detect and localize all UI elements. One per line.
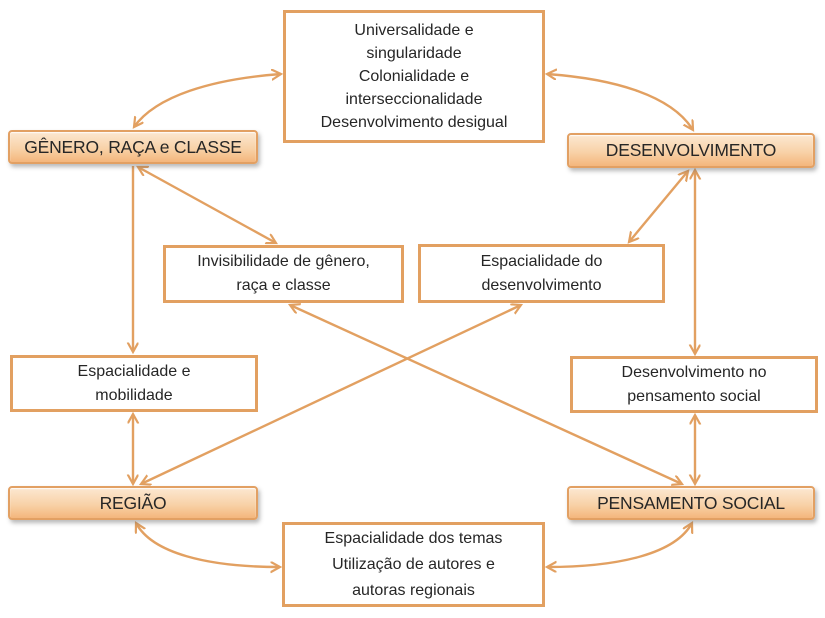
node-desenvolvimento: DESENVOLVIMENTO <box>567 133 815 168</box>
node-line: Utilização de autores e <box>332 555 495 573</box>
node-line: desenvolvimento <box>481 276 602 294</box>
node-line: singularidade <box>366 45 462 62</box>
edge-espacialidadedesenv-desenvolvimento <box>629 171 688 242</box>
node-line: Espacialidade e <box>77 362 191 380</box>
node-regiao: REGIÃO <box>8 486 258 520</box>
edge-topcenter-desenvolvimento-curve <box>547 74 693 130</box>
node-line: Universalidade e <box>354 22 474 39</box>
node-line: Espacialidade do <box>480 252 603 270</box>
node-genero-raca-classe: GÊNERO, RAÇA e CLASSE <box>8 130 258 164</box>
node-line: Invisibilidade de gênero, <box>197 253 370 270</box>
node-label: PENSAMENTO SOCIAL <box>597 492 785 513</box>
node-label: REGIÃO <box>99 492 167 513</box>
node-line: interseccionalidade <box>345 91 483 108</box>
node-line: mobilidade <box>95 386 173 404</box>
node-label: DESENVOLVIMENTO <box>605 140 777 160</box>
node-line: Espacialidade dos temas <box>324 529 503 547</box>
edge-pensamentosocial-bottomcenter-curve <box>547 523 692 567</box>
node-universalidade-singularidade: Universalidade e singularidade Coloniali… <box>283 10 545 143</box>
node-espacialidade-mobilidade: Espacialidade e mobilidade <box>10 355 258 412</box>
node-line: Desenvolvimento no <box>621 363 767 381</box>
node-desenvolvimento-pensamento-social: Desenvolvimento no pensamento social <box>570 356 818 413</box>
node-line: pensamento social <box>627 387 761 405</box>
node-line: raça e classe <box>236 277 331 294</box>
edge-regiao-bottomcenter-curve <box>136 523 280 567</box>
edge-genero-topcenter-curve <box>134 74 281 127</box>
node-label: GÊNERO, RAÇA e CLASSE <box>24 136 242 157</box>
node-invisibilidade-genero-raca-classe: Invisibilidade de gênero, raça e classe <box>163 245 404 303</box>
node-line: Desenvolvimento desigual <box>320 114 508 131</box>
edge-invisibilidade-genero <box>138 167 276 243</box>
node-line: Colonialidade e <box>358 68 470 85</box>
node-espacialidade-desenvolvimento: Espacialidade do desenvolvimento <box>418 244 665 303</box>
node-line: autoras regionais <box>352 581 475 599</box>
node-espacialidade-temas-autores: Espacialidade dos temas Utilização de au… <box>282 522 545 607</box>
node-pensamento-social: PENSAMENTO SOCIAL <box>567 486 815 520</box>
